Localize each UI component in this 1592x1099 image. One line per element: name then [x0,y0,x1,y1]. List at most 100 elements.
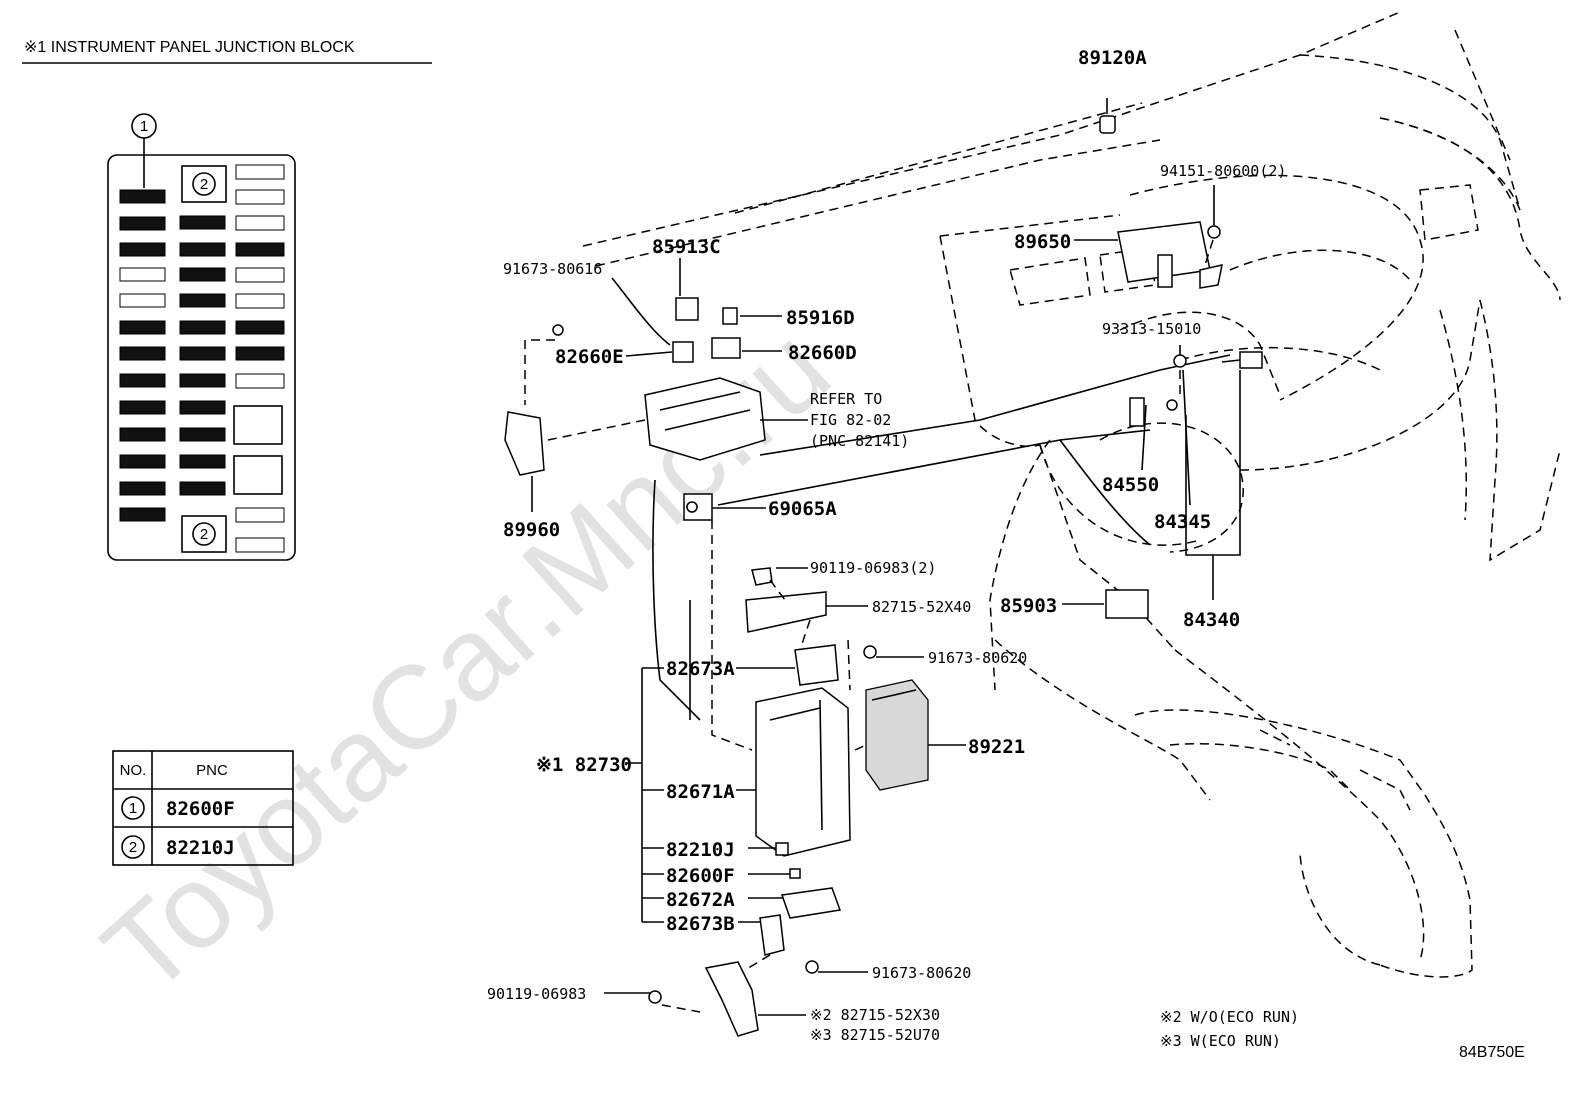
dash-lower-right [1239,299,1481,471]
leader [1141,404,1147,471]
table-row-2-no: 2 [129,839,137,856]
part-89650-bracket [1157,254,1173,288]
fuse-slot [235,267,285,283]
part-91673-80620b-bolt [805,960,819,974]
part-82673A [794,644,839,686]
junction-block-map: 1 2 2 [107,113,296,561]
label-90119-06983-2: 90119-06983(2) [810,559,936,577]
dash-assembly [1204,239,1214,266]
label-93313-15010: 93313-15010 [1102,320,1201,338]
dash-wheel-arc [1039,444,1201,546]
part-84550 [1129,397,1145,427]
part-82673B [759,914,785,956]
label-refer-line2: FIG 82-02 [810,411,891,429]
fuse-slot [119,320,166,335]
fuse-slot [179,293,226,308]
fuse-slot [235,537,285,553]
fuse-slot [119,267,166,282]
parts [504,98,1263,1037]
dash-assembly [661,1004,701,1013]
dash-assembly [524,339,555,405]
callout-2-bottom-text: 2 [200,526,208,543]
dash-console-upper [994,639,1211,801]
part-89960 [504,411,545,476]
label-89960: 89960 [503,519,560,541]
junction-block-outline [107,154,296,561]
part-90119-bolt [751,567,773,586]
label-85913C: 85913C [652,236,721,258]
header: ※1 INSTRUMENT PANEL JUNCTION BLOCK [22,39,432,64]
bracket-82730-ticks [642,667,664,923]
fuse-slot [119,293,166,308]
dash-assembly [799,619,811,651]
part-89650-tab [1199,264,1223,289]
label-84550: 84550 [1102,474,1159,496]
table-header-pnc: PNC [196,762,228,779]
label-89120A: 89120A [1078,47,1147,69]
dashboard-outline [582,11,1561,978]
fuse-slot [179,373,226,388]
leader-lines [531,239,1241,1016]
header-title: ※1 INSTRUMENT PANEL JUNCTION BLOCK [24,39,355,56]
leader [611,277,671,346]
dash-vent-right [1419,184,1479,241]
dash-assembly [769,579,786,601]
fuse-slot [119,454,166,469]
fuse-slot [119,242,166,257]
label-91673-80620-a: 91673-80620 [928,649,1027,667]
fuse-slot [179,400,226,415]
part-84340-rod [1221,359,1241,363]
label-85903: 85903 [1000,595,1057,617]
label-82660D: 82660D [788,342,857,364]
dash-top-edge [582,11,1401,247]
table-row-1-circle [121,796,145,820]
line-beam-curve [1059,439,1151,546]
dash-meter-hood [1299,54,1521,211]
fuse-slot [119,189,166,204]
relay-slot-2-bottom [181,515,227,553]
pnc-table: NO. PNC 1 82600F 2 82210J [112,750,294,866]
fuse-slot [119,373,166,388]
label-69065A: 69065A [768,498,837,520]
relay-slot [233,405,283,445]
label-84345: 84345 [1154,511,1211,533]
callout-2-top-text: 2 [200,176,208,193]
fuse-slot [119,216,166,231]
label-90119-06983: 90119-06983 [487,985,586,1003]
label-84340: 84340 [1183,609,1240,631]
table-header-no: NO. [120,762,147,779]
part-89221-detail [871,689,917,701]
relay-slot [233,455,283,495]
label-91673-80616: 91673-80616 [503,260,602,278]
part-82715-52X40 [745,591,827,633]
dash-steering-column [1119,311,1281,396]
part-85916D [722,307,738,325]
dash-console-mid [1174,649,1425,961]
label-89650: 89650 [1014,231,1071,253]
part-94151-nut [1207,225,1221,239]
part-82672A [780,887,842,919]
part-89120A [1099,115,1116,134]
dash-assembly [744,954,771,971]
part-89221 [865,679,929,791]
dash-console-side [1039,444,1176,651]
dash-pillar [1454,29,1511,161]
part-82660D [711,337,741,359]
fuse-slot [235,242,285,257]
dash-right-inner [1439,309,1467,521]
label-82210J: 82210J [666,839,735,861]
dash-top-inner [595,139,1161,267]
part-84340-switch [1239,351,1263,369]
fuse-slot [179,267,226,282]
part-82600F [789,868,801,879]
dash-cluster-hood [1129,174,1424,401]
line-mid-beam [759,354,1231,456]
fuse-slot [235,215,285,231]
dash-console-tray [1134,709,1473,978]
notes: ※2 W/O(ECO RUN) ※3 W(ECO RUN) 84B750E [1160,1008,1525,1061]
part-82730-block-detail [769,699,823,831]
fuse-slot [119,427,166,442]
part-82715-bracket [704,961,759,1037]
callout-circle-2-bottom [192,522,216,546]
